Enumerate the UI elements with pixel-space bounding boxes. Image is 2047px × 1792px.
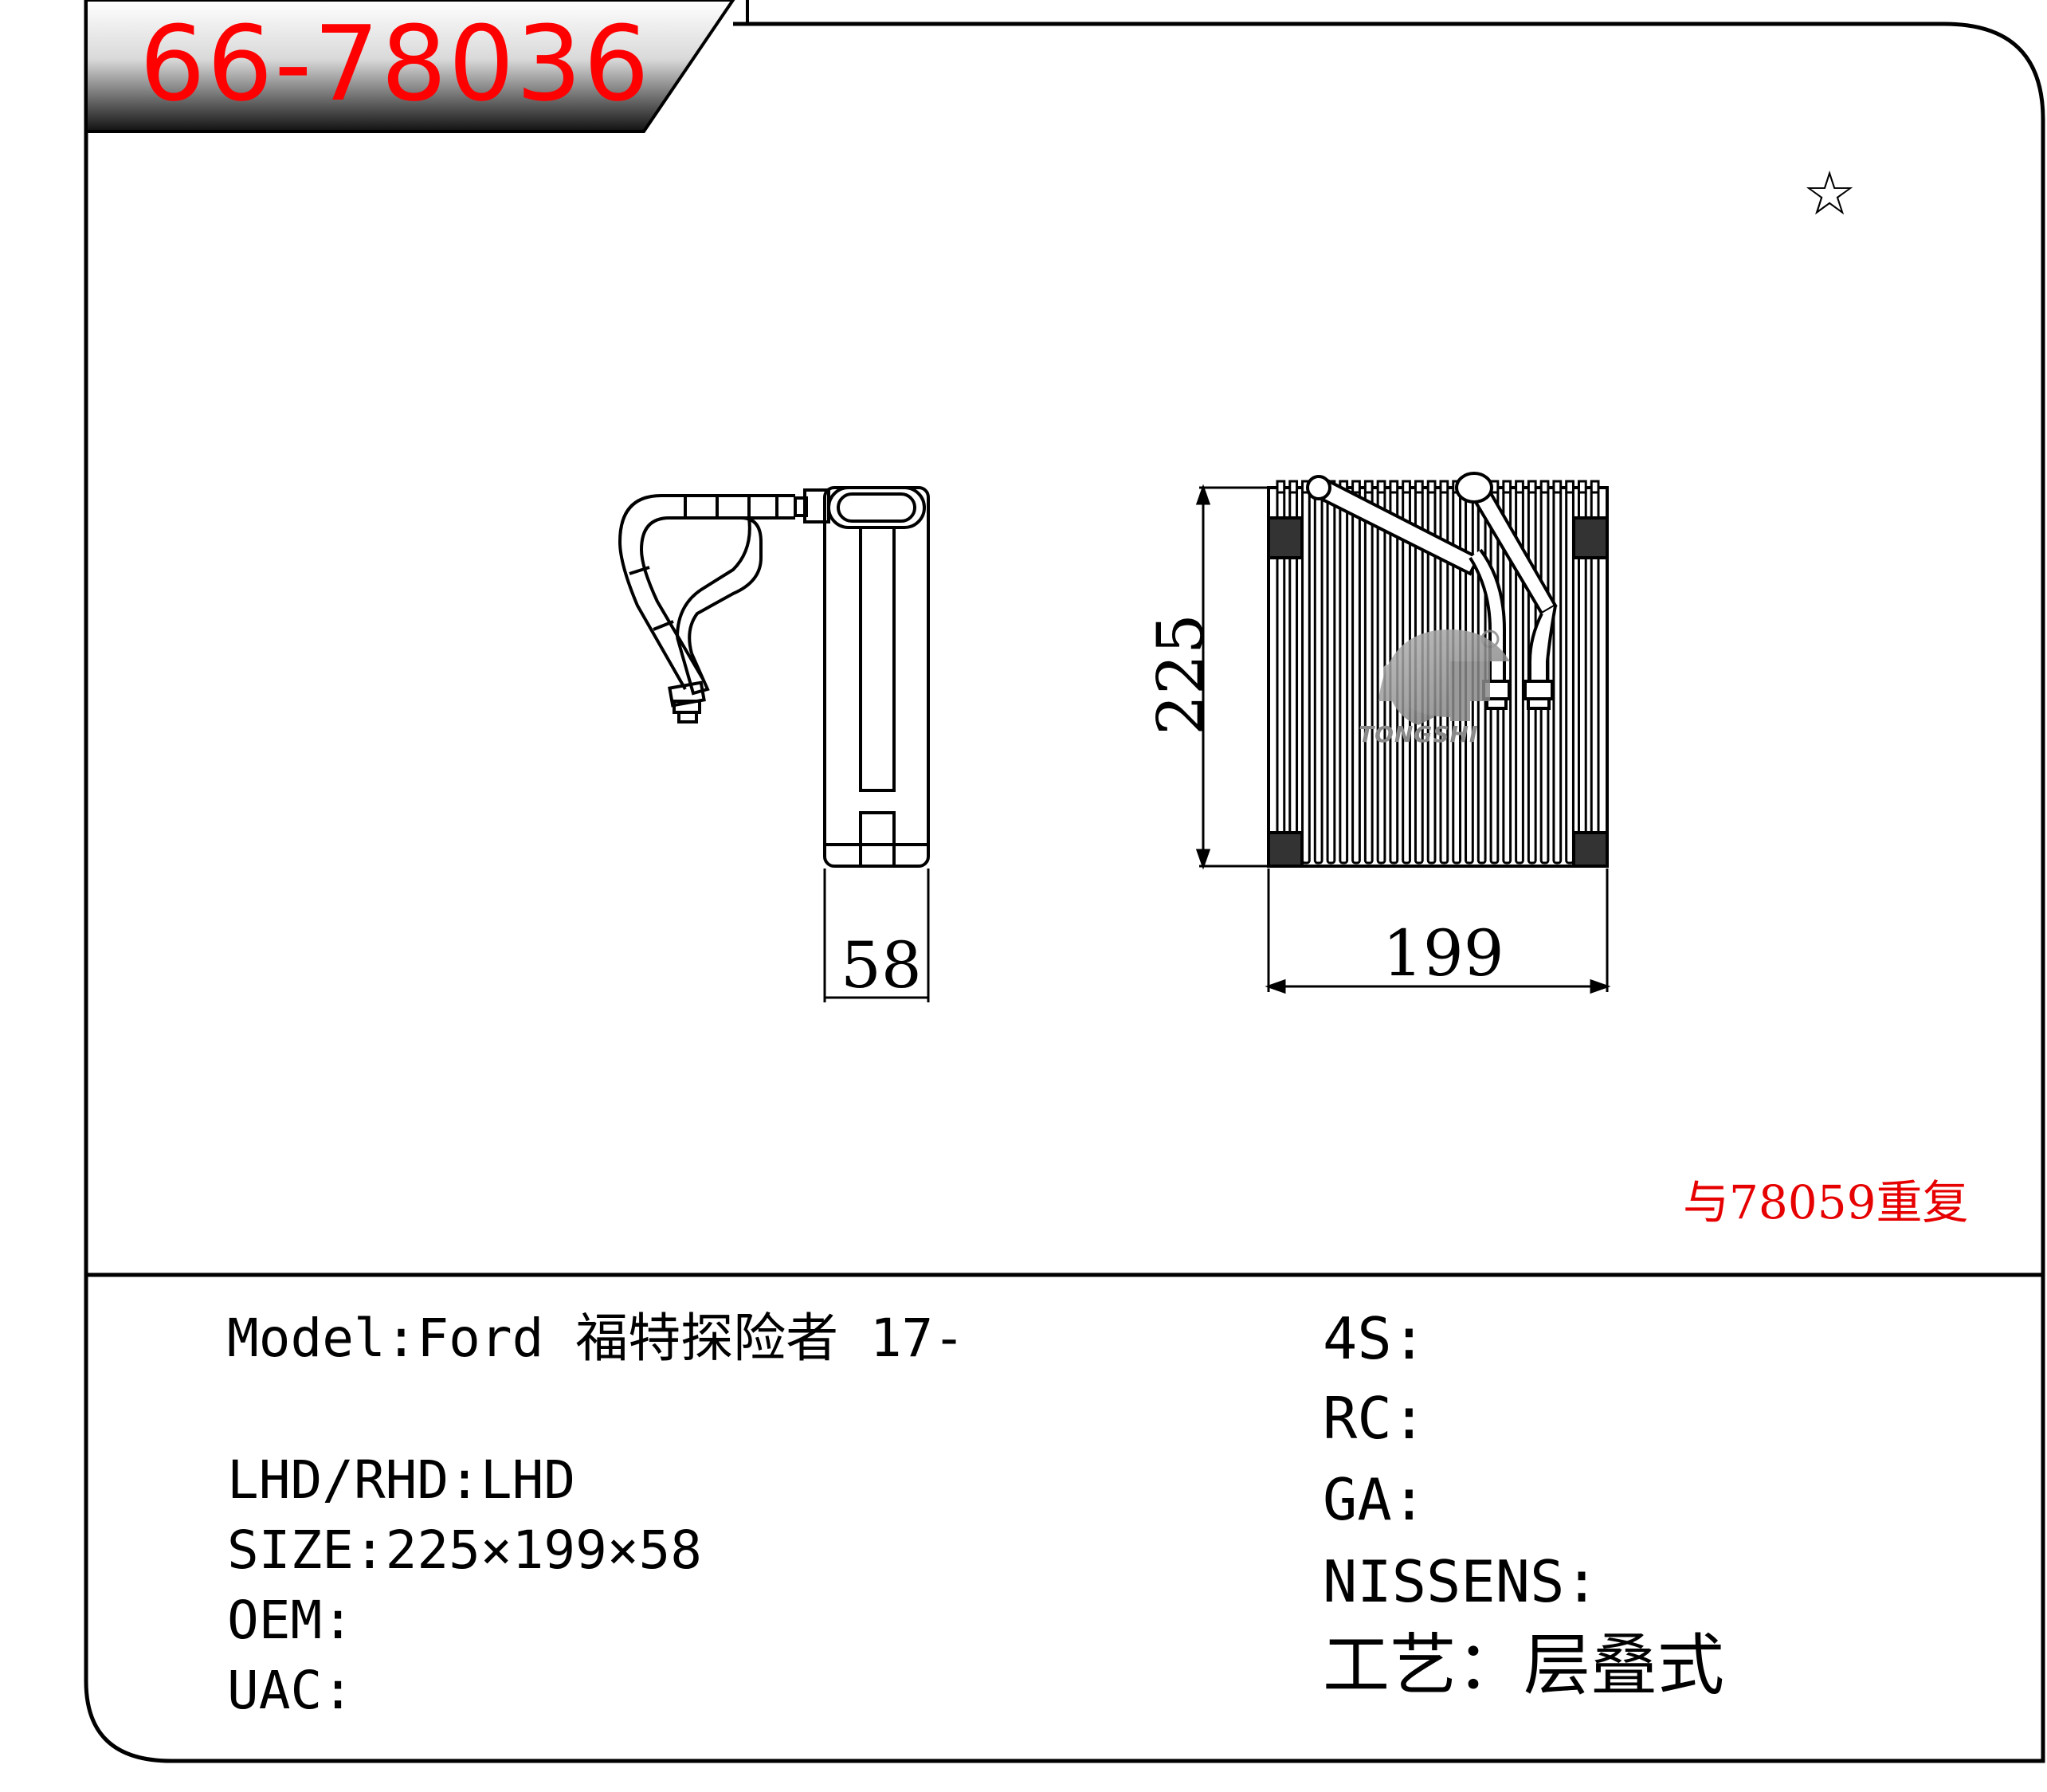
tube-cap — [1539, 480, 1550, 494]
tube-cap — [1276, 480, 1286, 494]
tube-cap — [1402, 480, 1411, 494]
spec-4s: 4S: — [1323, 1305, 1427, 1372]
spec-size: SIZE:225×199×58 — [227, 1519, 703, 1581]
star-icon: ☆ — [1802, 158, 1857, 229]
tube-cap — [1389, 480, 1399, 494]
tube-cap — [1577, 480, 1587, 494]
evaporator-side-view — [618, 486, 930, 868]
tube-cap — [1552, 480, 1563, 494]
tube-cap — [1376, 480, 1386, 494]
tube-cap — [1527, 480, 1537, 494]
evaporator-tube — [1351, 489, 1361, 865]
height-dimension — [1195, 484, 1267, 870]
tube-cap — [1426, 480, 1437, 494]
tube-cap — [1439, 480, 1449, 494]
evaporator-tube — [1339, 489, 1349, 865]
spec-lhd-rhd: LHD/RHD:LHD — [227, 1449, 576, 1511]
logo-watermark-text: TONGSHI — [1359, 721, 1479, 747]
evaporator-tube — [1363, 489, 1374, 865]
spec-process: 工艺：层叠式 — [1323, 1626, 1725, 1704]
evaporator-tube — [1552, 489, 1563, 865]
spec-uac: UAC: — [227, 1660, 354, 1721]
tube-cap — [1515, 480, 1524, 494]
part-number-title: 66-78036 — [139, 3, 651, 124]
spec-nissens: NISSENS: — [1323, 1548, 1599, 1615]
tube-cap — [1565, 480, 1574, 494]
width-label: 199 — [1382, 916, 1504, 990]
tube-cap — [1590, 480, 1600, 494]
tube-cap — [1288, 480, 1299, 494]
brand-logo — [1378, 629, 1510, 725]
tube-cap — [1363, 480, 1374, 494]
spec-oem: OEM: — [227, 1590, 354, 1651]
depth-label: 58 — [841, 928, 922, 1002]
title-banner — [84, 0, 735, 133]
tube-cap — [1502, 480, 1512, 494]
spec-rc: RC: — [1323, 1385, 1427, 1452]
width-dimension — [1265, 869, 1611, 994]
spec-model: Model:Ford 福特探险者 17- — [227, 1308, 966, 1369]
height-label: 225 — [1143, 614, 1218, 735]
spec-ga: GA: — [1323, 1466, 1427, 1533]
tube-cap — [1351, 480, 1361, 494]
tube-cap — [1414, 480, 1424, 494]
evaporator-tube — [1326, 489, 1336, 865]
duplicate-note: 与78059重复 — [1683, 1175, 1969, 1229]
depth-dimension — [823, 869, 930, 1002]
outer-frame — [84, 0, 2045, 1763]
evaporator-tube — [1313, 489, 1323, 865]
